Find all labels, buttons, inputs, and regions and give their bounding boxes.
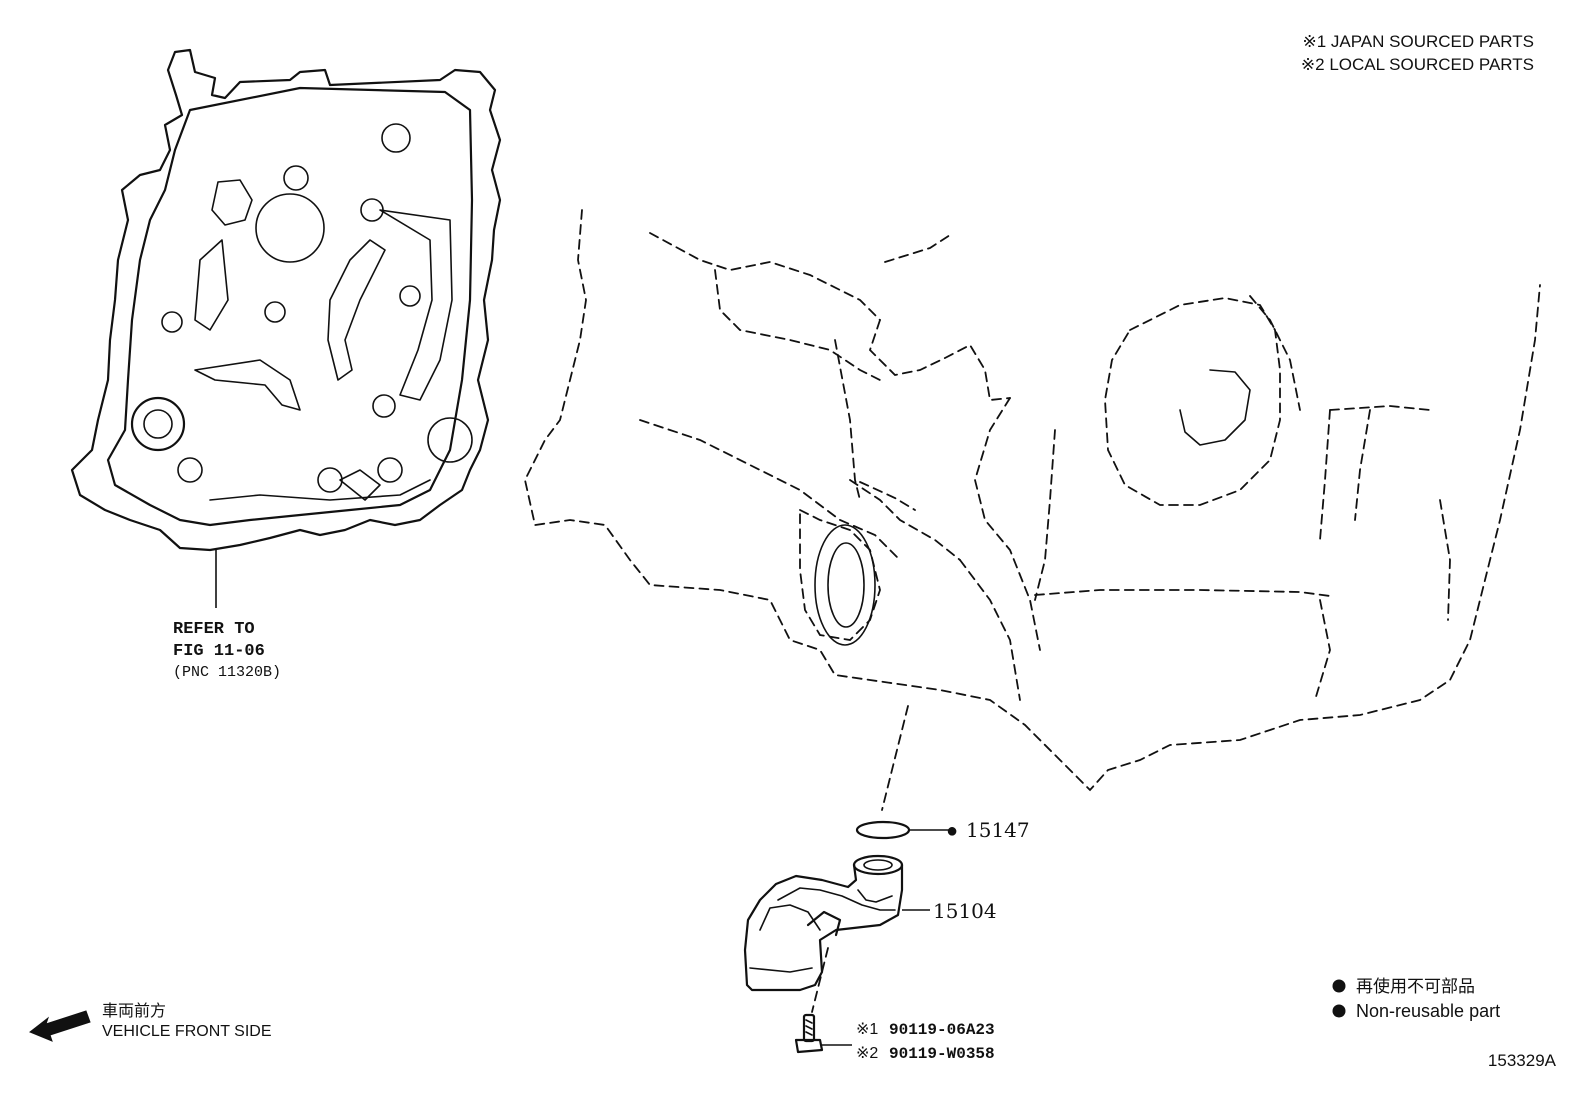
bolt <box>794 1013 824 1054</box>
legend-non-reusable-jp: 再使用不可部品 <box>1356 976 1475 996</box>
oring-gasket <box>855 820 911 840</box>
part-number-15104: 15104 <box>933 899 997 923</box>
vehicle-front-en: VEHICLE FRONT SIDE <box>102 1023 272 1040</box>
assembly-phantom-line <box>881 705 909 811</box>
part-number-90119-W0358: 90119-W0358 <box>889 1045 995 1063</box>
vehicle-front-jp: 車両前方 <box>102 1002 166 1020</box>
oring-marker: ● <box>946 820 958 842</box>
pnc-reference: (PNC 11320B) <box>173 664 281 681</box>
engine-block-illustration <box>524 209 1541 792</box>
arrow-left-icon <box>29 1010 91 1042</box>
oil-strainer <box>743 854 904 992</box>
part-number-90119-06A23: 90119-06A23 <box>889 1021 995 1039</box>
legend-non-reusable-en: Non-reusable part <box>1356 1001 1500 1021</box>
figure-id: 153329A <box>1488 1051 1557 1070</box>
legend-bullet-icon <box>1332 979 1346 993</box>
note-local-sourced: ※2 LOCAL SOURCED PARTS <box>1301 55 1534 74</box>
note-japan-sourced: ※1 JAPAN SOURCED PARTS <box>1302 32 1534 51</box>
bolt-phantom-line <box>811 947 829 1013</box>
bolt-note-mark-1: ※1 <box>856 1021 878 1038</box>
part-number-15147: 15147 <box>966 818 1030 842</box>
legend-bullet-icon <box>1332 1004 1346 1018</box>
figure-reference: FIG 11-06 <box>173 642 265 661</box>
timing-cover-illustration <box>70 48 502 552</box>
refer-to-label: REFER TO <box>173 620 255 639</box>
bolt-note-mark-2: ※2 <box>856 1045 878 1062</box>
